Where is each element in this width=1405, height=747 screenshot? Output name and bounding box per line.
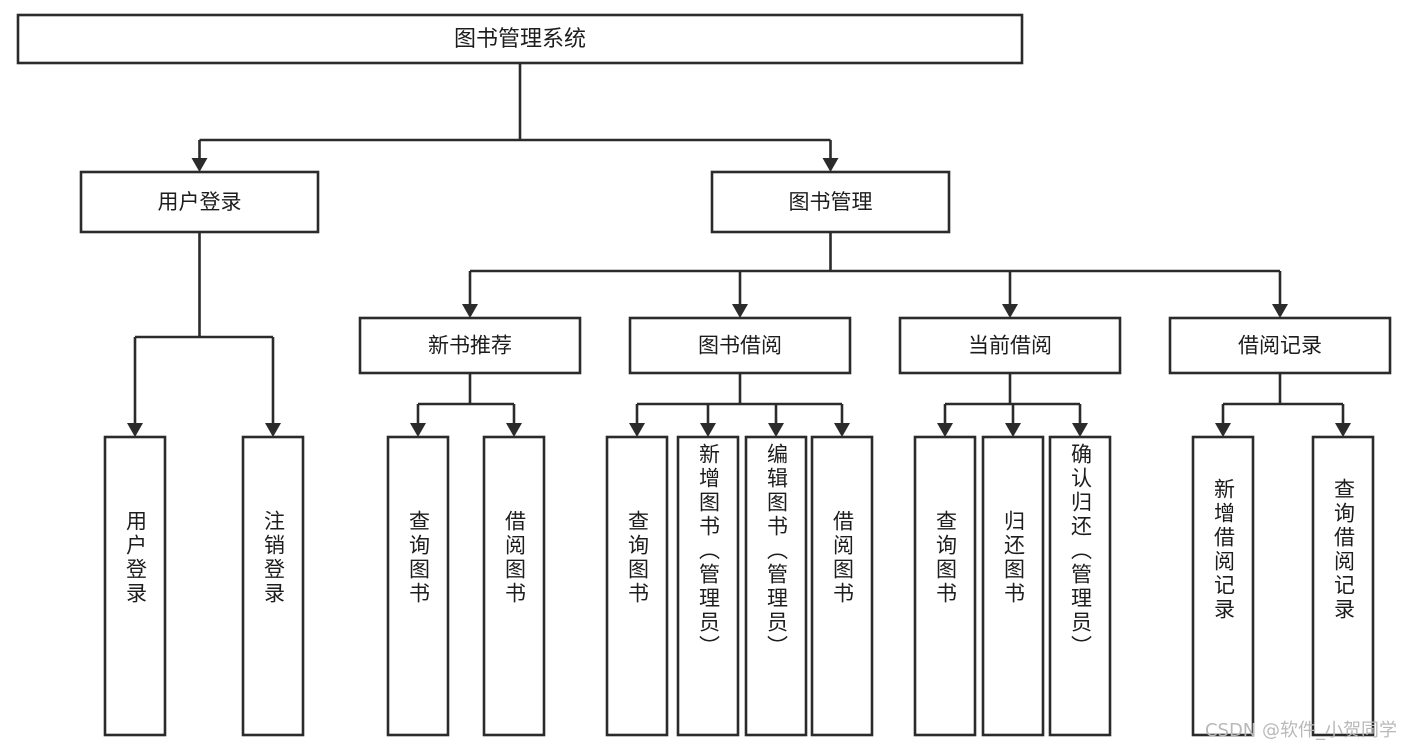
- arrow-head-icon: [1215, 423, 1231, 437]
- leaf-label-leaf-borrow-book: 借阅图书: [830, 510, 855, 606]
- arrow-head-icon: [1002, 304, 1018, 318]
- arrow-head-icon: [127, 423, 143, 437]
- arrow-head-icon: [834, 423, 850, 437]
- node-box: [628, 316, 852, 375]
- node-borrow-record[interactable]: 借阅记录: [1168, 316, 1392, 375]
- arrow-head-icon: [768, 423, 784, 437]
- node-label: 借阅记录: [1238, 334, 1322, 358]
- arrow-head-icon: [265, 423, 281, 437]
- node-new-book-recommend[interactable]: 新书推荐: [358, 316, 582, 375]
- arrow-head-icon: [700, 423, 716, 437]
- arrow-head-icon: [732, 304, 748, 318]
- node-label: 图书借阅: [698, 334, 782, 358]
- leaf-box-leaf-add-book-admin[interactable]: [676, 435, 740, 737]
- leaf-box-leaf-logout-login[interactable]: [241, 435, 305, 737]
- arrow-head-icon: [410, 423, 426, 437]
- leaf-box-leaf-add-borrow-record[interactable]: [1191, 435, 1255, 737]
- arrow-head-icon: [822, 158, 839, 172]
- leaf-box-leaf-return-book[interactable]: [981, 435, 1045, 737]
- arrow-head-icon: [1005, 423, 1021, 437]
- node-box: [1168, 316, 1392, 375]
- node-box: [79, 170, 320, 234]
- node-current-borrow[interactable]: 当前借阅: [898, 316, 1122, 375]
- leaf-label-leaf-query-book-current: 查询图书: [933, 510, 958, 606]
- leaf-box-leaf-query-book-borrow[interactable]: [605, 435, 669, 737]
- node-label: 新书推荐: [428, 334, 512, 358]
- node-book-borrow[interactable]: 图书借阅: [628, 316, 852, 375]
- leaf-label-leaf-query-book-recommend: 查询图书: [406, 510, 431, 606]
- arrow-head-icon: [1072, 423, 1088, 437]
- node-box: [16, 13, 1024, 65]
- leaf-label-leaf-edit-book-admin: 编辑图书（管理员）: [764, 443, 789, 659]
- csdn-watermark: CSDN @软件_小贺同学: [1204, 720, 1397, 741]
- node-label: 图书管理系统: [454, 27, 586, 52]
- leaf-box-leaf-confirm-return-admin[interactable]: [1048, 435, 1112, 737]
- leaf-label-leaf-confirm-return-admin: 确认归还（管理员）: [1068, 443, 1093, 659]
- leaf-box-leaf-borrow-book[interactable]: [810, 435, 874, 737]
- arrow-head-icon: [1335, 423, 1351, 437]
- node-root[interactable]: 图书管理系统: [16, 13, 1024, 65]
- leaf-label-leaf-add-borrow-record: 新增借阅记录: [1211, 478, 1236, 622]
- leaf-label-leaf-user-login: 用户登录: [123, 510, 148, 606]
- node-label: 用户登录: [158, 190, 242, 214]
- node-box: [358, 316, 582, 375]
- node-book-management[interactable]: 图书管理: [710, 170, 951, 234]
- leaf-box-leaf-user-login[interactable]: [103, 435, 167, 737]
- leaf-label-leaf-query-borrow-record: 查询借阅记录: [1331, 478, 1356, 622]
- leaf-label-leaf-query-book-borrow: 查询图书: [625, 510, 650, 606]
- leaf-label-leaf-logout-login: 注销登录: [261, 510, 286, 606]
- arrow-head-icon: [937, 423, 953, 437]
- leaf-box-leaf-edit-book-admin[interactable]: [744, 435, 808, 737]
- arrow-head-icon: [1272, 304, 1288, 318]
- leaf-box-leaf-query-borrow-record[interactable]: [1311, 435, 1375, 737]
- node-user-login[interactable]: 用户登录: [79, 170, 320, 234]
- leaf-label-leaf-add-book-admin: 新增图书（管理员）: [696, 443, 721, 659]
- arrow-head-icon: [462, 304, 478, 318]
- node-box: [898, 316, 1122, 375]
- arrow-head-icon: [191, 158, 208, 172]
- leaf-box-leaf-query-book-current[interactable]: [913, 435, 977, 737]
- node-box: [710, 170, 951, 234]
- leaf-box-leaf-query-book-recommend[interactable]: [386, 435, 450, 737]
- node-label: 当前借阅: [968, 334, 1052, 358]
- connector-layer: [127, 63, 1351, 437]
- leaf-label-leaf-return-book: 归还图书: [1001, 510, 1026, 606]
- arrow-head-icon: [506, 423, 522, 437]
- arrow-head-icon: [629, 423, 645, 437]
- leaf-box-leaf-borrow-book-recommend[interactable]: [482, 435, 546, 737]
- node-label: 图书管理: [789, 190, 873, 214]
- leaf-label-leaf-borrow-book-recommend: 借阅图书: [502, 510, 527, 606]
